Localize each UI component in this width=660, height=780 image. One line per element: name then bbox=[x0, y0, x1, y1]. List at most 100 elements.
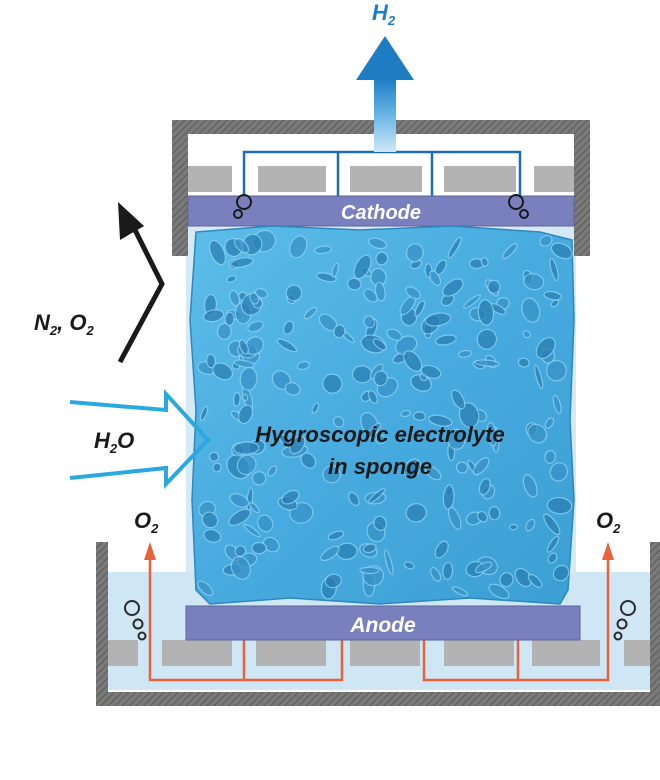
sponge-pore bbox=[521, 297, 541, 323]
cathode-housing-left-wall bbox=[172, 120, 188, 256]
sponge-pore bbox=[552, 394, 562, 415]
h2-outlet-arrow bbox=[356, 36, 414, 152]
sponge-pore bbox=[476, 328, 498, 350]
sponge-pore bbox=[236, 454, 257, 476]
sponge-pore bbox=[429, 566, 442, 582]
sponge-pore bbox=[237, 404, 254, 425]
sponge-pore bbox=[234, 238, 250, 254]
sponge-pore bbox=[247, 320, 264, 333]
sponge-pore bbox=[199, 405, 209, 422]
sponge-pore bbox=[233, 441, 260, 455]
sponge-pore bbox=[208, 240, 227, 266]
sponge-pore bbox=[251, 471, 267, 486]
sponge-pore bbox=[474, 561, 493, 574]
sponge-pore bbox=[523, 273, 545, 291]
sponge-pore bbox=[331, 262, 339, 278]
sponge-pore bbox=[241, 393, 249, 402]
sponge-pore bbox=[486, 421, 498, 447]
sponge-pore bbox=[228, 508, 252, 526]
sponge-pore bbox=[428, 414, 453, 427]
sponge-pore bbox=[527, 423, 548, 444]
sponge-pore bbox=[303, 306, 318, 320]
sponge-pore bbox=[230, 257, 254, 268]
o2-left-arrow-head bbox=[144, 542, 156, 560]
sponge-pores bbox=[197, 229, 573, 600]
anode-wiring bbox=[148, 560, 610, 682]
sponge-pore bbox=[552, 564, 570, 582]
sponge-pore bbox=[348, 491, 360, 507]
sponge-pore bbox=[197, 580, 214, 596]
sponge-pore bbox=[367, 389, 378, 404]
sponge-pore bbox=[243, 523, 261, 538]
sponge-pore bbox=[546, 535, 560, 553]
sponge-pore bbox=[375, 434, 386, 445]
sponge-pore bbox=[374, 281, 386, 302]
sponge-pore bbox=[372, 338, 388, 351]
sponge-pore bbox=[316, 272, 337, 283]
sponge-pore bbox=[549, 257, 559, 282]
sponge-pore bbox=[373, 370, 388, 387]
sponge-pore bbox=[525, 518, 536, 532]
sponge-pore bbox=[424, 312, 452, 327]
sponge-pore bbox=[386, 328, 403, 341]
sponge-pore bbox=[405, 286, 421, 300]
sponge-pore bbox=[434, 540, 449, 559]
sponge-pore bbox=[311, 402, 320, 414]
sponge-pore bbox=[425, 465, 442, 481]
sponge-pore bbox=[447, 506, 462, 530]
sponge-pore bbox=[267, 465, 278, 477]
sponge-pore bbox=[230, 555, 251, 580]
sponge-pore bbox=[544, 450, 557, 464]
sponge-pore bbox=[375, 251, 389, 266]
sponge-pore bbox=[384, 549, 394, 575]
sponge-pore bbox=[322, 373, 343, 394]
sponge-pore bbox=[477, 299, 495, 326]
h2o-label: H2O bbox=[94, 428, 134, 456]
sponge-pore bbox=[474, 359, 500, 367]
sponge-pore bbox=[289, 235, 308, 259]
o2-left-label: O2 bbox=[134, 508, 159, 536]
sponge-pore bbox=[487, 279, 501, 294]
sponge-pore bbox=[550, 242, 573, 260]
sponge-pore bbox=[201, 511, 219, 529]
sponge-pore bbox=[447, 428, 466, 450]
sponge-pore bbox=[282, 320, 295, 335]
sponge-pore bbox=[534, 364, 544, 390]
sponge-pore bbox=[414, 300, 426, 317]
sponge-pore bbox=[296, 360, 311, 371]
sponge-pore bbox=[480, 257, 489, 267]
sponge-pore bbox=[527, 573, 543, 588]
sponge-pore bbox=[405, 503, 427, 523]
sponge-pore bbox=[400, 409, 412, 418]
sponge-pore bbox=[472, 457, 490, 475]
n2-o2-label: N2, O2 bbox=[34, 310, 94, 338]
anode-housing-bottom bbox=[96, 692, 660, 706]
sponge-pore bbox=[451, 586, 469, 597]
sponge-pore bbox=[522, 330, 531, 339]
sponge-pore bbox=[535, 336, 556, 360]
o2-right-label: O2 bbox=[596, 508, 621, 536]
sponge-pore bbox=[429, 270, 442, 287]
sponge-pore bbox=[327, 530, 345, 541]
sponge-pore bbox=[262, 536, 280, 553]
sponge-pore bbox=[229, 493, 250, 508]
sponge-pore bbox=[550, 299, 560, 308]
sponge-pore bbox=[514, 567, 532, 588]
sponge-pore bbox=[208, 451, 220, 462]
sponge-pore bbox=[224, 311, 235, 327]
sponge-pore bbox=[435, 334, 457, 346]
sponge-pore bbox=[488, 506, 501, 521]
sponge-pore bbox=[476, 510, 488, 523]
sponge-pore bbox=[543, 290, 562, 301]
sponge-pore bbox=[276, 338, 298, 353]
electrolyte-label-line1: Hygroscopic electrolyte bbox=[255, 422, 504, 447]
cathode-bubbles bbox=[233, 194, 529, 219]
sponge-pore bbox=[546, 496, 573, 515]
sponge-pore bbox=[363, 315, 376, 329]
sponge-pore bbox=[478, 478, 491, 496]
sponge-pore bbox=[368, 237, 388, 250]
sponge-pore bbox=[509, 523, 518, 531]
sponge-pore bbox=[289, 435, 306, 455]
sponge-pore bbox=[324, 573, 343, 589]
